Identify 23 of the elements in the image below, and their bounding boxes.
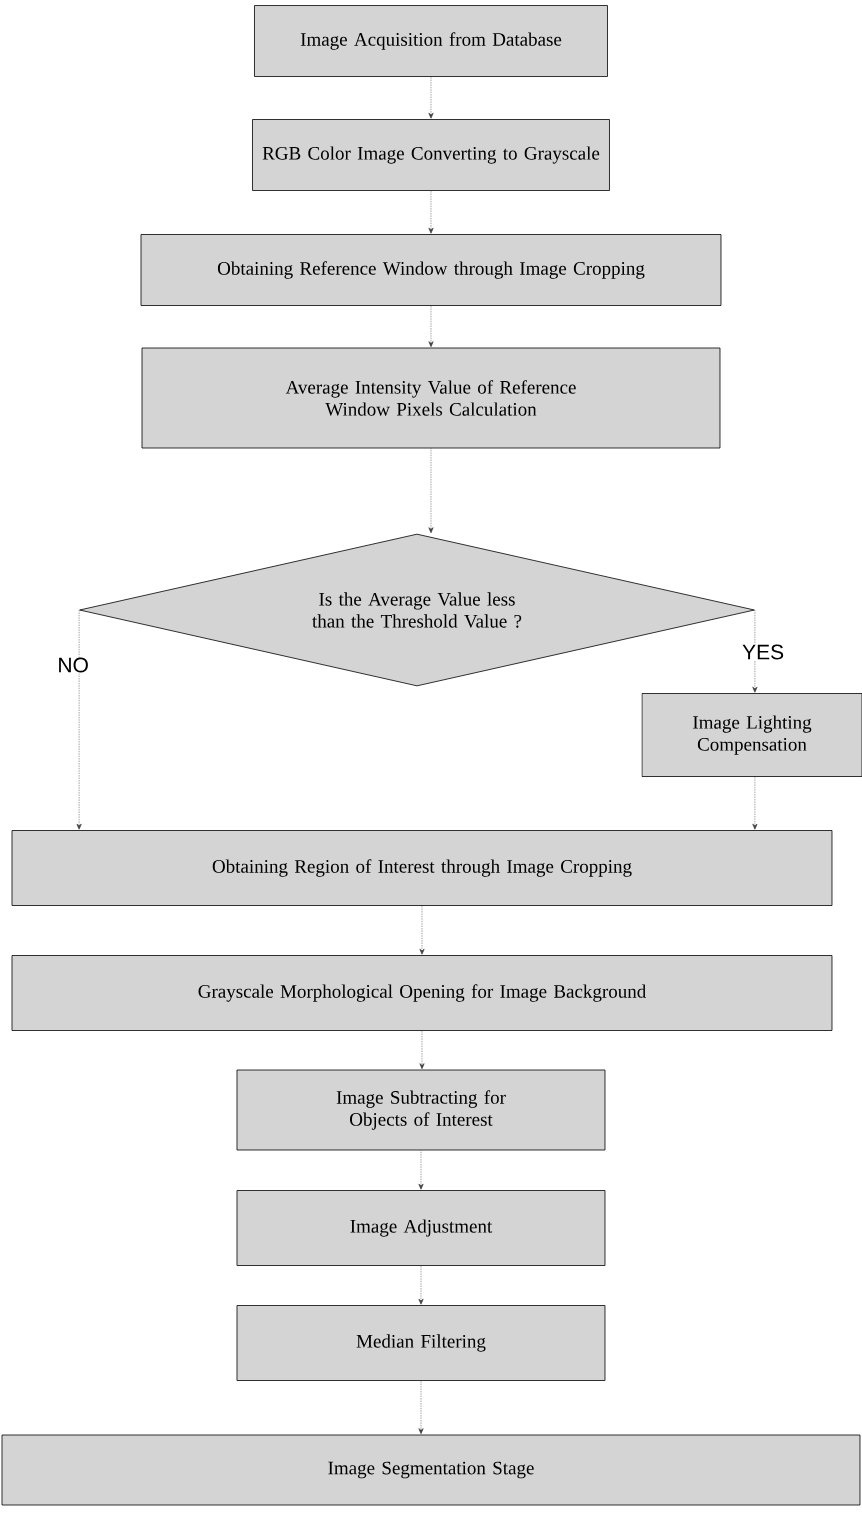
process-box: Image Segmentation Stage — [1, 1434, 861, 1506]
process-box: Grayscale Morphological Opening for Image Background — [11, 955, 833, 1031]
process-box: Average Intensity Value of Reference Window Pixels Calculation — [141, 347, 721, 449]
process-box: Median Filtering — [236, 1305, 606, 1381]
arrow — [418, 1380, 424, 1435]
arrow — [428, 76, 434, 119]
process-box: Obtaining Region of Interest through Image Cropping — [11, 830, 833, 906]
process-box: Image Acquisition from Database — [254, 5, 608, 77]
arrow — [428, 305, 434, 348]
arrow — [76, 609, 82, 830]
process-box: Image Lighting Compensation — [641, 693, 862, 777]
arrow — [419, 1030, 425, 1070]
arrow — [428, 448, 434, 534]
process-box: RGB Color Image Converting to Grayscale — [252, 119, 610, 191]
arrow — [419, 905, 425, 955]
process-box: Image Adjustment — [236, 1190, 606, 1266]
arrow — [418, 1265, 424, 1305]
process-box: Image Subtracting for Objects of Interest — [236, 1069, 606, 1151]
arrow — [752, 776, 758, 830]
arrow — [428, 190, 434, 234]
arrow — [752, 609, 758, 693]
process-box: Obtaining Reference Window through Image Cropping — [140, 234, 722, 306]
arrow — [418, 1150, 424, 1190]
